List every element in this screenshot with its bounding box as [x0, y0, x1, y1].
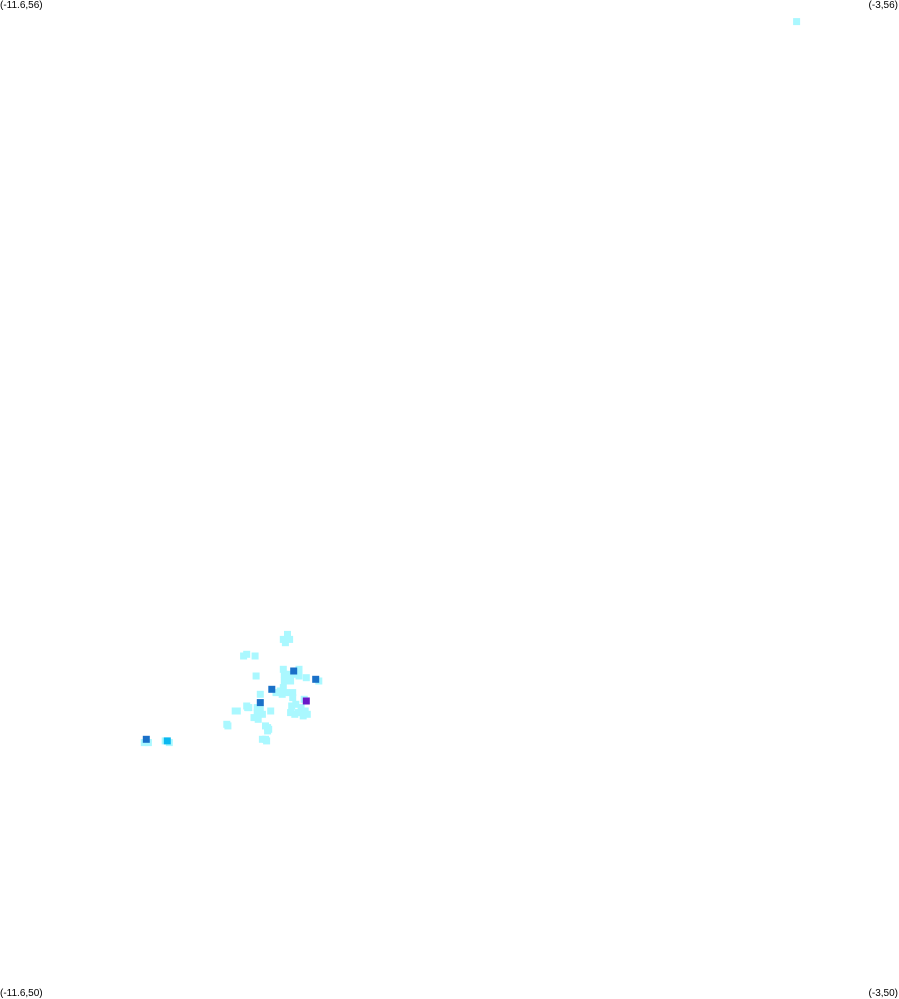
corner-label-bottom-left: (-11.6,50) [0, 988, 43, 999]
observation-point [279, 635, 287, 643]
observation-point [254, 715, 262, 723]
observation-point [299, 712, 307, 720]
observation-point [250, 714, 258, 722]
observation-point [262, 735, 269, 743]
observation-point [295, 665, 303, 673]
corner-label-bottom-right: (-3,50) [868, 988, 898, 999]
observation-point [282, 689, 290, 697]
observation-point [223, 720, 231, 728]
observation-point [251, 652, 259, 660]
observation-point [252, 672, 260, 680]
observation-point [289, 689, 297, 697]
observation-point [287, 709, 295, 717]
observation-point [303, 710, 311, 718]
observation-point [290, 667, 298, 675]
observation-point [243, 650, 251, 658]
observation-point [284, 630, 291, 638]
observation-point [302, 697, 310, 705]
observation-point [297, 704, 305, 712]
corner-label-top-right: (-3,56) [868, 0, 898, 11]
observation-point [312, 675, 320, 683]
observation-point [292, 700, 300, 708]
corner-label-top-left: (-11.6,56) [0, 0, 43, 11]
observation-point [267, 707, 275, 715]
observation-point [280, 677, 288, 685]
observation-point [288, 702, 296, 710]
observation-point [256, 690, 264, 698]
observation-point [268, 685, 276, 693]
observation-point [244, 704, 252, 712]
observation-point [291, 710, 299, 718]
observation-point [256, 699, 264, 707]
observation-point [278, 690, 286, 698]
observation-point [258, 710, 266, 718]
observation-point [279, 665, 287, 673]
observation-point [793, 18, 801, 26]
observation-point [287, 677, 295, 685]
observation-point [264, 727, 272, 735]
observation-point [163, 737, 171, 745]
observation-point [272, 689, 280, 697]
observation-point [142, 735, 150, 743]
observation-point [279, 684, 287, 692]
observation-point [289, 694, 297, 702]
observation-point [253, 709, 261, 717]
observation-point [302, 674, 310, 682]
observation-point [286, 635, 294, 643]
observation-point [231, 707, 239, 715]
observation-point [295, 672, 303, 680]
